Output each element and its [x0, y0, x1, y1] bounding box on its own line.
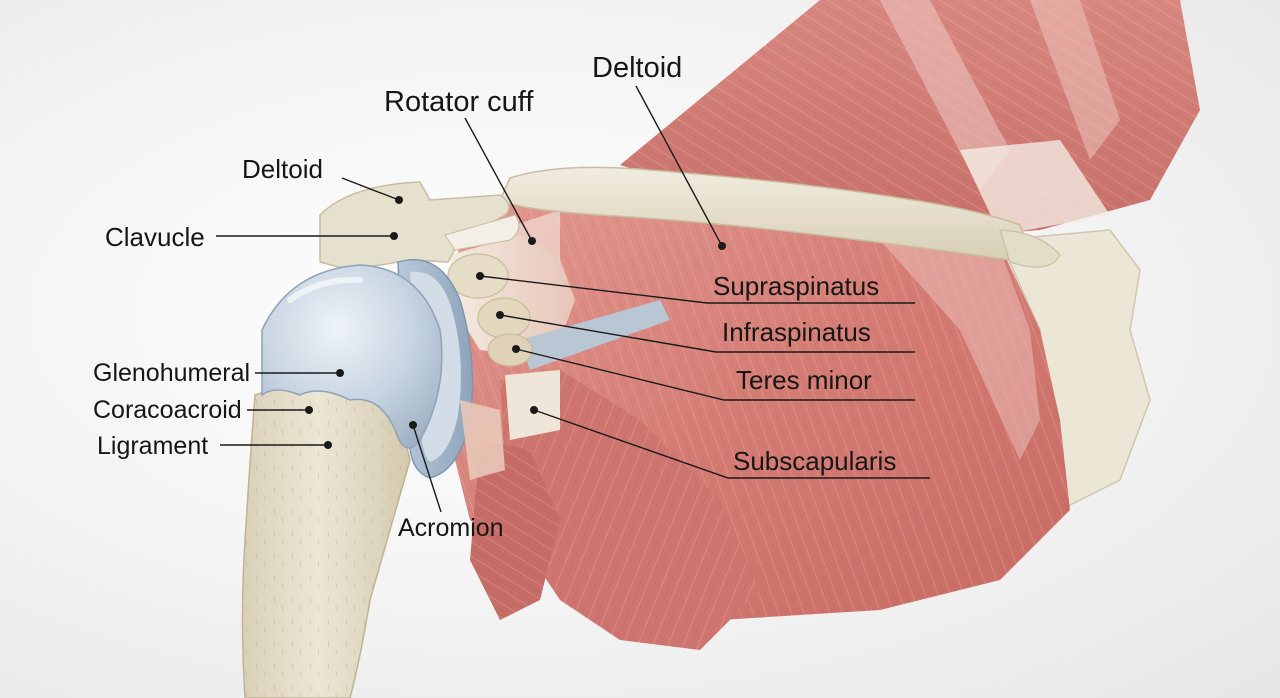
acromion-bone — [319, 181, 520, 271]
humeral-head — [261, 264, 443, 449]
clavicle-bone — [499, 166, 1061, 268]
humerus-bone — [241, 385, 411, 698]
label-subscapularis: Subscapularis — [733, 446, 897, 476]
label-acromion: Acromion — [398, 514, 504, 542]
leader-lines — [216, 85, 930, 513]
label-ligrament: Ligrament — [97, 432, 209, 460]
label-rotator-cuff: Rotator cuff — [384, 86, 534, 118]
label-deltoid-top: Deltoid — [592, 52, 683, 84]
label-coracoacroid: Coracoacroid — [93, 396, 242, 424]
label-glenohumeral: Glenohumeral — [93, 359, 251, 387]
label-supraspinatus: Supraspinatus — [713, 271, 880, 301]
label-infraspinatus: Infraspinatus — [722, 317, 871, 347]
label-clavucle: Clavucle — [105, 222, 205, 252]
lower-muscles — [470, 370, 760, 650]
label-deltoid-left: Deltoid — [242, 154, 323, 184]
label-teres-minor: Teres minor — [736, 365, 872, 395]
